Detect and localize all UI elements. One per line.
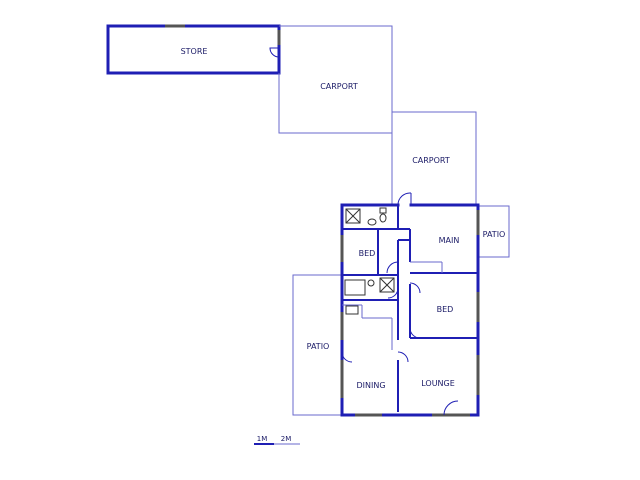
shower-icon: [345, 208, 361, 224]
basin2-icon: [367, 279, 375, 287]
house-outline: [340, 192, 480, 417]
shower2-icon: [379, 277, 395, 293]
sink-icon: [345, 305, 359, 315]
store-label: STORE: [181, 47, 208, 56]
interior-walls: [342, 205, 478, 412]
patio-left-label: PATIO: [307, 342, 330, 351]
dining-label: DINING: [356, 381, 385, 390]
bed-mid-label: BED: [437, 305, 454, 314]
carport-top-label: CARPORT: [320, 82, 358, 91]
lounge-label: LOUNGE: [421, 379, 455, 388]
scale-1m-label: 1M: [257, 435, 268, 443]
basin-icon: [367, 218, 377, 226]
interior-doors: [341, 261, 459, 416]
patio-left: PATIO: [292, 274, 342, 416]
bathroom-fixtures: [344, 207, 395, 315]
scale-bar: 1M 2M: [254, 435, 300, 445]
bed-left-label: BED: [359, 249, 376, 258]
store-room: STORE: [106, 24, 281, 75]
entry-door: [397, 192, 412, 206]
patio-right: PATIO: [478, 205, 510, 258]
scale-2m-label: 2M: [281, 435, 292, 443]
patio-right-label: PATIO: [483, 230, 506, 239]
bath-icon: [344, 279, 366, 296]
carport-top: CARPORT: [278, 25, 393, 134]
carport-right-label: CARPORT: [412, 156, 450, 165]
toilet-icon: [379, 207, 387, 214]
carport-right: CARPORT: [391, 111, 477, 205]
main-label: MAIN: [439, 236, 460, 245]
store-door: [269, 47, 280, 58]
